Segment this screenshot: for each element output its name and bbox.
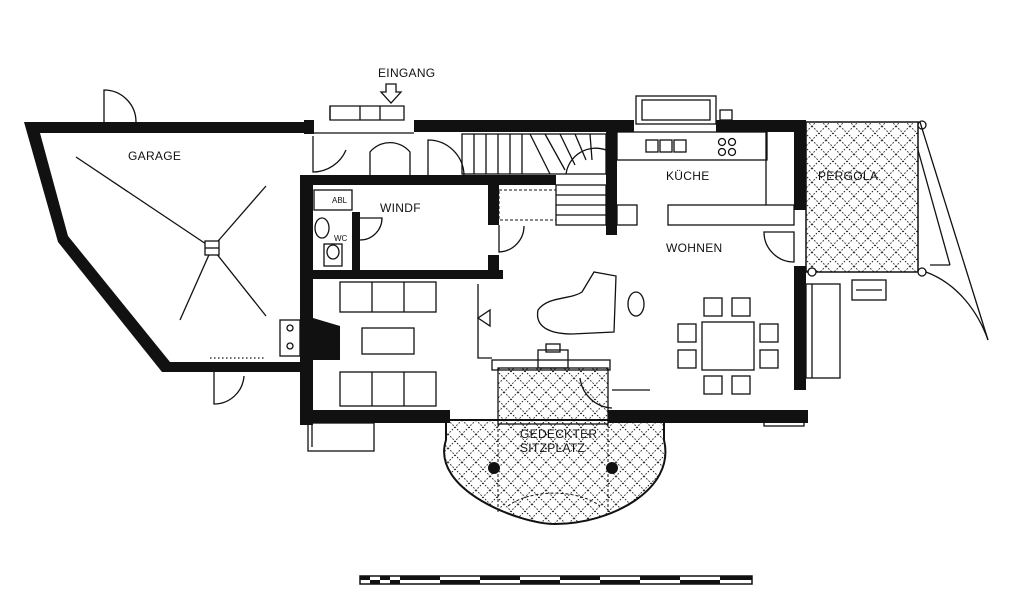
pergola-label: PERGOLA bbox=[818, 169, 878, 183]
covered-seating-label-1: GEDECKTER bbox=[520, 427, 597, 441]
scale-bar bbox=[359, 575, 753, 585]
garage bbox=[24, 89, 304, 405]
covered-seating bbox=[443, 359, 667, 526]
wc-label: WC bbox=[334, 234, 348, 243]
stairs bbox=[461, 133, 607, 226]
entrance bbox=[312, 83, 465, 176]
wind-lobby-label: WINDF bbox=[380, 201, 421, 215]
arrow-down-icon bbox=[379, 83, 403, 104]
pergola bbox=[805, 120, 989, 341]
kitchen bbox=[616, 95, 795, 226]
entrance-label: EINGANG bbox=[378, 66, 435, 80]
kitchen-label: KÜCHE bbox=[666, 169, 710, 183]
sitting-area bbox=[279, 281, 492, 452]
meter-label: EM bbox=[318, 344, 330, 353]
covered-seating-label-2: SITZPLATZ bbox=[520, 441, 585, 455]
wind-lobby bbox=[313, 189, 525, 267]
storage-label: ABL bbox=[332, 196, 348, 205]
living-label: WOHNEN bbox=[666, 241, 722, 255]
garage-label: GARAGE bbox=[128, 149, 181, 163]
